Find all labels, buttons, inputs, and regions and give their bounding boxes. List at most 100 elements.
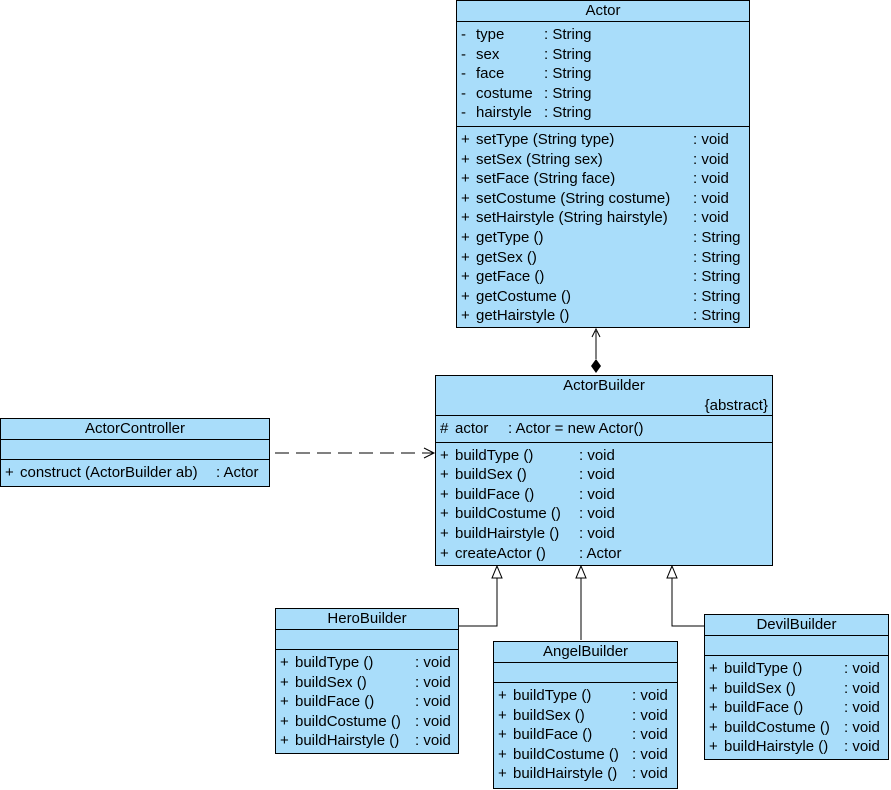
visibility-marker: - [461, 45, 466, 63]
operation-row: +createActor (): Actor [440, 544, 768, 564]
return-type: : String [693, 228, 741, 246]
visibility-marker: + [440, 524, 449, 542]
visibility-marker: - [461, 84, 466, 102]
return-type: : void [415, 673, 451, 691]
generalization-devilbuilder [666, 564, 704, 627]
visibility-marker: + [498, 706, 507, 724]
visibility-marker: + [440, 446, 449, 464]
operation-row: + setType (String type) : void [461, 130, 745, 150]
operation-name: buildSex () [295, 673, 367, 691]
return-type: : void [632, 687, 668, 704]
attribute-row: -type: String [461, 25, 745, 45]
operation-name: buildType () [455, 446, 534, 464]
operation-row: +setFace (String face): void [461, 169, 745, 189]
operation-row: +buildHairstyle (): void [498, 764, 673, 784]
attributes-compartment [276, 630, 458, 650]
visibility-marker: + [709, 699, 718, 717]
operations-compartment: +buildType (): void+buildSex (): void+bu… [436, 443, 772, 566]
generalization-herobuilder [459, 564, 503, 627]
attributes-compartment [494, 663, 677, 683]
attribute-row: #actor: Actor = new Actor() [440, 419, 768, 439]
operation-row: +buildSex (): void [709, 679, 884, 699]
operation-row: +getCostume (): String [461, 287, 745, 307]
return-type: : void [844, 718, 880, 736]
operation-name: createActor () [455, 544, 546, 562]
return-type: : void [579, 446, 615, 464]
return-type: : void [415, 732, 451, 750]
operation-row: +construct (ActorBuilder ab): Actor [5, 463, 265, 483]
return-type: : Actor [216, 464, 259, 481]
return-type: : void [579, 485, 615, 503]
operations-compartment: +buildType (): void+buildSex (): void+bu… [494, 683, 677, 786]
operation-row: +buildHairstyle (): void [280, 731, 454, 751]
operation-name: setSex (String sex) [476, 150, 603, 168]
class-actorcontroller[interactable]: ActorController +construct (ActorBuilder… [0, 418, 270, 487]
operation-row: +buildHairstyle (): void [440, 524, 768, 544]
operation-row: +setHairstyle (String hairstyle): void [461, 208, 745, 228]
attribute-name: actor [455, 420, 489, 437]
visibility-marker: + [461, 209, 470, 227]
attribute-type: : String [544, 45, 592, 63]
operation-row: +buildType (): void [498, 686, 673, 706]
operation-row: +buildCostume (): void [280, 712, 454, 732]
operations-compartment: +setType (String type): void+setSex (Str… [457, 127, 749, 328]
visibility-marker: + [498, 745, 507, 763]
operation-row: +setSex (String sex): void [461, 150, 745, 170]
class-name-compartment: ActorController [1, 419, 269, 440]
return-type: : void [693, 130, 729, 148]
visibility-marker: - [461, 65, 466, 83]
return-type: : void [632, 706, 668, 724]
visibility-marker: + [461, 248, 470, 266]
operation-name: buildType () [724, 660, 803, 677]
operation-name: buildCostume () [455, 505, 561, 523]
operation-name: buildFace () [513, 726, 593, 744]
visibility-marker: + [280, 693, 289, 711]
operation-row: +buildCostume (): void [440, 504, 768, 524]
class-angelbuilder[interactable]: AngelBuilder +buildType (): void+buildSe… [493, 641, 678, 789]
class-devilbuilder[interactable]: DevilBuilder +buildType (): void+buildSe… [704, 614, 889, 760]
operation-name: buildCostume () [295, 712, 401, 730]
attributes-compartment [705, 636, 888, 656]
dependency-controller-to-actorbuilder [275, 447, 436, 459]
attribute-name: costume [476, 84, 533, 102]
composition-actorbuilder-to-actor [591, 327, 601, 373]
class-actorbuilder[interactable]: ActorBuilder {abstract} #actor: Actor = … [435, 375, 773, 566]
operation-row: + buildType () : void [440, 446, 768, 466]
open-arrowhead-icon [591, 327, 601, 338]
return-type: : void [579, 524, 615, 542]
return-type: : void [415, 654, 451, 671]
operation-name: setFace (String face) [476, 170, 616, 188]
attributes-compartment [1, 440, 269, 460]
return-type: : void [844, 660, 880, 677]
visibility-marker: + [461, 307, 470, 325]
operations-compartment: +buildType (): void+buildSex (): void+bu… [705, 656, 888, 759]
return-type: : void [579, 505, 615, 523]
operation-row: +buildFace (): void [280, 692, 454, 712]
visibility-marker: + [709, 660, 718, 677]
filled-diamond-icon [591, 359, 601, 373]
operation-name: setCostume (String costume) [476, 189, 671, 207]
class-herobuilder[interactable]: HeroBuilder +buildType (): void+buildSex… [275, 608, 459, 754]
visibility-marker: + [461, 130, 470, 148]
operation-name: setType (String type) [476, 130, 615, 148]
hollow-triangle-icon [575, 564, 587, 579]
visibility-marker: + [5, 464, 14, 481]
attribute-type: : String [544, 84, 592, 102]
operation-name: buildHairstyle () [724, 738, 829, 756]
return-type: : String [693, 248, 741, 266]
visibility-marker: - [461, 26, 466, 43]
class-actor[interactable]: Actor -type: String-sex: String-face: St… [456, 0, 750, 328]
visibility-marker: + [440, 544, 449, 562]
visibility-marker: + [280, 673, 289, 691]
attributes-compartment: -type: String-sex: String-face: String-c… [457, 22, 749, 127]
operation-name: buildFace () [295, 693, 375, 711]
operation-name: buildFace () [724, 699, 804, 717]
visibility-marker: + [461, 287, 470, 305]
visibility-marker: + [498, 765, 507, 783]
class-name-compartment: Actor [457, 1, 749, 22]
visibility-marker: + [280, 732, 289, 750]
operation-row: + buildSex () : void [280, 673, 454, 693]
attribute-type: : String [544, 26, 592, 43]
visibility-marker: + [461, 268, 470, 286]
